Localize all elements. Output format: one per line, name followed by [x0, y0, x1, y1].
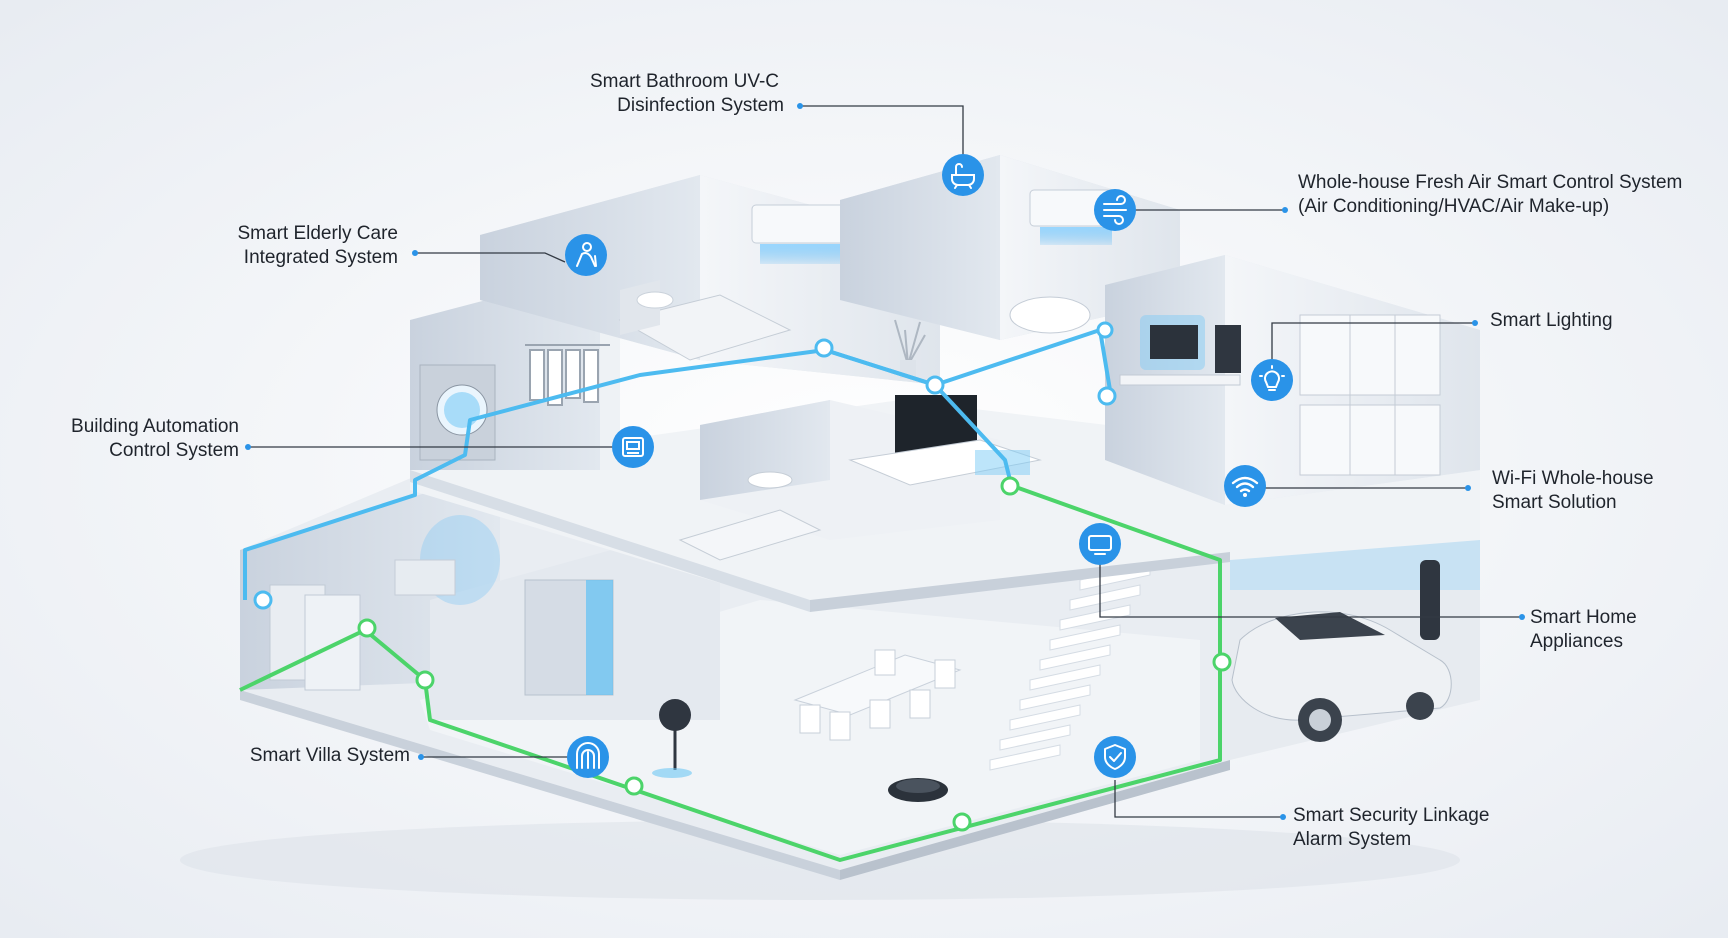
label-wifi-line1: Wi-Fi Whole-house — [1492, 468, 1654, 489]
label-fresh-air: Whole-house Fresh Air Smart Control Syst… — [1298, 171, 1682, 219]
monitor-icon[interactable] — [1079, 523, 1121, 565]
label-security-line2: Alarm System — [1293, 829, 1412, 850]
leader-lines — [248, 105, 1522, 818]
label-fresh-air-line1: Whole-house Fresh Air Smart Control Syst… — [1298, 172, 1683, 193]
label-lighting-line1: Smart Lighting — [1490, 310, 1613, 331]
villa-gate-icon[interactable] — [567, 736, 609, 778]
lightbulb-icon[interactable] — [1251, 359, 1293, 401]
label-elderly-line2: Integrated System — [243, 247, 398, 268]
label-elderly-care: Smart Elderly Care Integrated System — [190, 222, 399, 270]
network-nodes — [253, 321, 1232, 832]
leader-dots — [245, 103, 1525, 820]
label-building-line1: Building Automation — [71, 416, 239, 437]
elderly-person-icon[interactable] — [565, 234, 607, 276]
label-bathroom-line2: Disinfection System — [617, 95, 784, 116]
label-building-automation: Building Automation Control System — [30, 415, 239, 463]
label-smart-home-appliances: Smart Home Appliances — [1530, 606, 1637, 654]
label-smart-villa: Smart Villa System — [200, 744, 410, 768]
label-villa-line1: Smart Villa System — [249, 745, 410, 766]
label-fresh-air-line2: (Air Conditioning/HVAC/Air Make-up) — [1298, 196, 1610, 217]
label-smart-lighting: Smart Lighting — [1490, 309, 1613, 333]
label-security-line1: Smart Security Linkage — [1293, 805, 1490, 826]
label-appliances-line2: Appliances — [1530, 631, 1623, 652]
shield-check-icon[interactable] — [1094, 736, 1136, 778]
label-building-line2: Control System — [109, 440, 239, 461]
label-elderly-line1: Smart Elderly Care — [237, 223, 399, 244]
label-wifi-solution: Wi-Fi Whole-house Smart Solution — [1492, 467, 1654, 515]
label-wifi-line2: Smart Solution — [1492, 492, 1617, 513]
wifi-icon[interactable] — [1224, 465, 1266, 507]
label-bathroom-uvc: Smart Bathroom UV-C Disinfection System — [548, 70, 784, 118]
label-security-alarm: Smart Security Linkage Alarm System — [1293, 804, 1489, 852]
bathtub-icon[interactable] — [942, 154, 984, 196]
car-illustration — [1231, 611, 1452, 742]
fan-icon[interactable] — [1094, 189, 1136, 231]
label-bathroom-line1: Smart Bathroom UV-C — [590, 71, 779, 92]
label-appliances-line1: Smart Home — [1530, 607, 1637, 628]
house-illustration — [180, 155, 1480, 900]
blue-network — [243, 328, 1112, 600]
control-panel-icon[interactable] — [612, 426, 654, 468]
